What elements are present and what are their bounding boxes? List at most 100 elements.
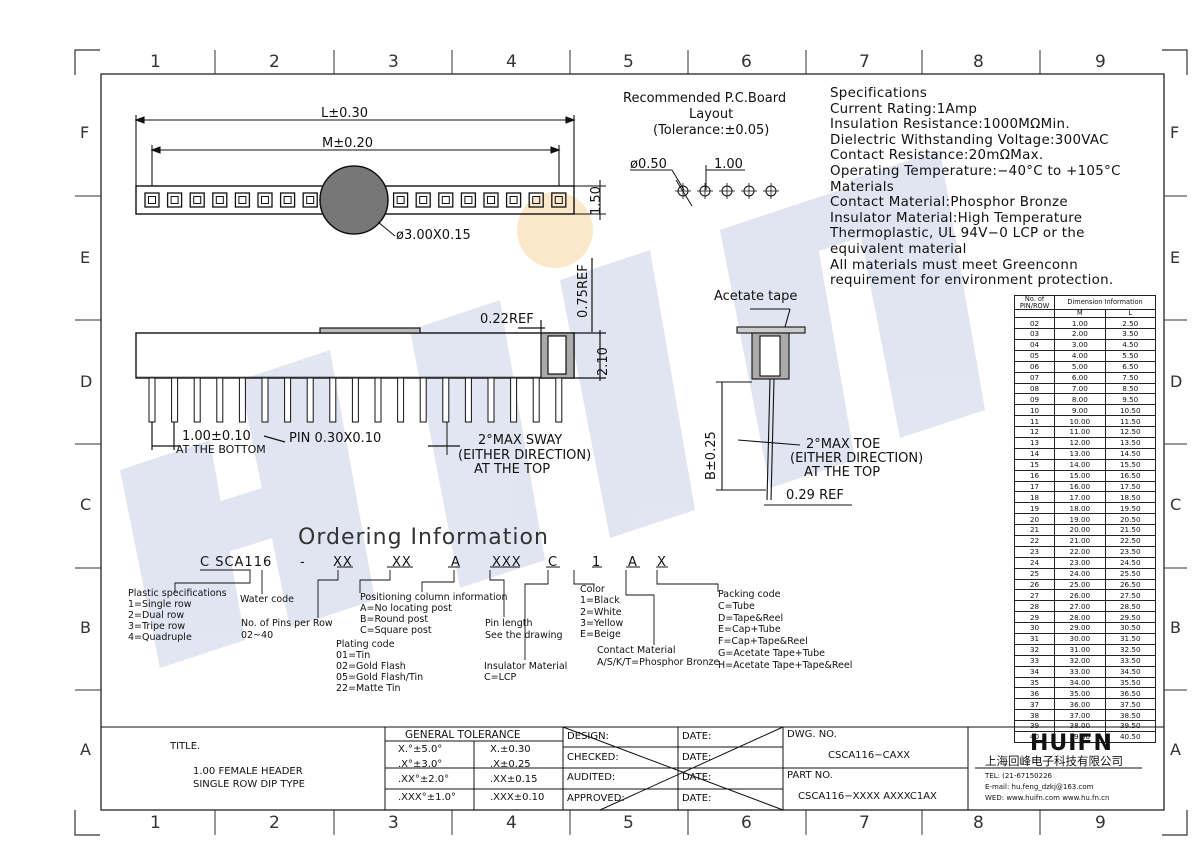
pin-size: PIN 0.30X0.10 xyxy=(289,431,382,446)
table-cell: 25 xyxy=(1013,567,1056,580)
grid-row-label: B xyxy=(80,618,91,637)
table-cell: 28 xyxy=(1013,600,1056,613)
table-cell: 30 xyxy=(1013,622,1056,635)
toe-3: AT THE TOP xyxy=(804,465,881,480)
table-cell: 34 xyxy=(1013,665,1056,678)
table-cell: 23.00 xyxy=(1054,556,1106,569)
acetate-tape-label: Acetate tape xyxy=(714,289,798,304)
color-code: 3=Yellow xyxy=(580,617,624,629)
grid-col-label: 6 xyxy=(741,52,752,72)
grid-row-label: C xyxy=(1170,495,1182,514)
table-cell: 20.00 xyxy=(1054,524,1106,536)
table-cell: 10.50 xyxy=(1104,404,1157,417)
plating-code: 02=Gold Flash xyxy=(336,661,406,672)
pcb-hole xyxy=(741,183,757,199)
table-cell: 30.50 xyxy=(1104,622,1157,635)
tol-angle: X.°±5.0° xyxy=(398,744,443,755)
table-cell: 4.00 xyxy=(1054,349,1106,362)
top-view xyxy=(134,115,606,220)
color-code: 2=White xyxy=(580,606,622,618)
positioning-info: Positioning column information xyxy=(360,592,508,603)
table-cell: 5.00 xyxy=(1054,360,1106,373)
grid-row-label: A xyxy=(1170,740,1181,759)
code-segment: C xyxy=(548,555,559,570)
approval-role: APPROVED: xyxy=(567,793,625,804)
tol-linear: .XXX±0.10 xyxy=(490,792,545,803)
grid-col-label: 7 xyxy=(859,52,870,72)
table-cell: 12 xyxy=(1013,426,1056,438)
ordering-title: Ordering Information xyxy=(298,525,549,550)
sway-3: AT THE TOP xyxy=(474,462,551,477)
plastic-spec: 4=Quadruple xyxy=(128,632,192,643)
pin-leg xyxy=(555,377,563,423)
pins-per-row: 02~40 xyxy=(241,630,274,641)
table-cell: 31.00 xyxy=(1054,643,1106,656)
table-cell: 03 xyxy=(1013,328,1056,340)
pin-cavity xyxy=(212,192,228,208)
ordering-leaders xyxy=(174,566,719,660)
table-cell: 8.00 xyxy=(1054,393,1106,406)
table-cell: 28.50 xyxy=(1104,600,1157,613)
grid-row-label: F xyxy=(80,123,90,142)
table-cell: 37 xyxy=(1013,698,1056,711)
table-cell: 35.00 xyxy=(1054,687,1106,700)
tolerance-header: GENERAL TOLERANCE xyxy=(405,729,521,741)
dim-pitch: 1.00±0.10 xyxy=(182,429,251,444)
table-cell: 28.00 xyxy=(1054,611,1106,624)
table-cell: 19 xyxy=(1013,502,1056,515)
table-cell: 5.50 xyxy=(1104,349,1157,362)
table-cell: 15.00 xyxy=(1054,469,1106,482)
table-cell: 18.00 xyxy=(1054,502,1106,515)
company-name: 上海回峰电子科技有限公司 xyxy=(985,754,1123,768)
grid-col-label: 7 xyxy=(859,813,870,833)
table-cell: 34.50 xyxy=(1104,665,1157,678)
table-cell: 21 xyxy=(1013,524,1056,536)
plastic-spec: Plastic specifications xyxy=(128,588,227,599)
company-tel: TEL: (21-67150226 xyxy=(985,772,1052,780)
table-cell: 21.50 xyxy=(1104,524,1157,536)
approval-role: AUDITED: xyxy=(567,772,616,783)
contact-material: A/S/K/T=Phosphor Bronze xyxy=(597,657,720,668)
code-segment: - xyxy=(300,555,306,570)
grid-row-label: E xyxy=(80,248,91,267)
table-cell: 2.50 xyxy=(1104,317,1157,330)
table-cell: 12.00 xyxy=(1054,436,1106,449)
pin-leg xyxy=(238,377,246,423)
pin-leg xyxy=(261,377,269,423)
dim-height: 1.50 xyxy=(589,186,604,215)
table-cell: 33.00 xyxy=(1054,665,1106,678)
table-cell: 04 xyxy=(1013,338,1056,351)
grid-col-label: 1 xyxy=(150,813,161,833)
pitch-note: AT THE BOTTOM xyxy=(176,443,266,456)
table-cell: 9.00 xyxy=(1054,404,1106,417)
pin-cavity xyxy=(528,192,544,208)
table-cell: 19.50 xyxy=(1104,502,1157,515)
pin-cavity xyxy=(144,192,160,208)
table-cell: 06 xyxy=(1013,360,1056,373)
spec-line: Materials xyxy=(830,179,895,195)
approval-role: DESIGN: xyxy=(567,731,609,742)
pin-leg xyxy=(216,377,224,423)
pin-leg xyxy=(419,377,427,423)
table-cell: 29.50 xyxy=(1104,611,1157,624)
table-cell: 3.50 xyxy=(1104,328,1157,340)
table-cell: 16.00 xyxy=(1054,480,1106,493)
spec-line: Specifications xyxy=(830,86,928,101)
grid-row-label: D xyxy=(80,372,93,391)
table-cell: 40.50 xyxy=(1104,731,1157,743)
pcb-hole xyxy=(719,183,735,199)
pin-leg xyxy=(487,377,495,423)
table-cell: 1.00 xyxy=(1054,317,1106,330)
